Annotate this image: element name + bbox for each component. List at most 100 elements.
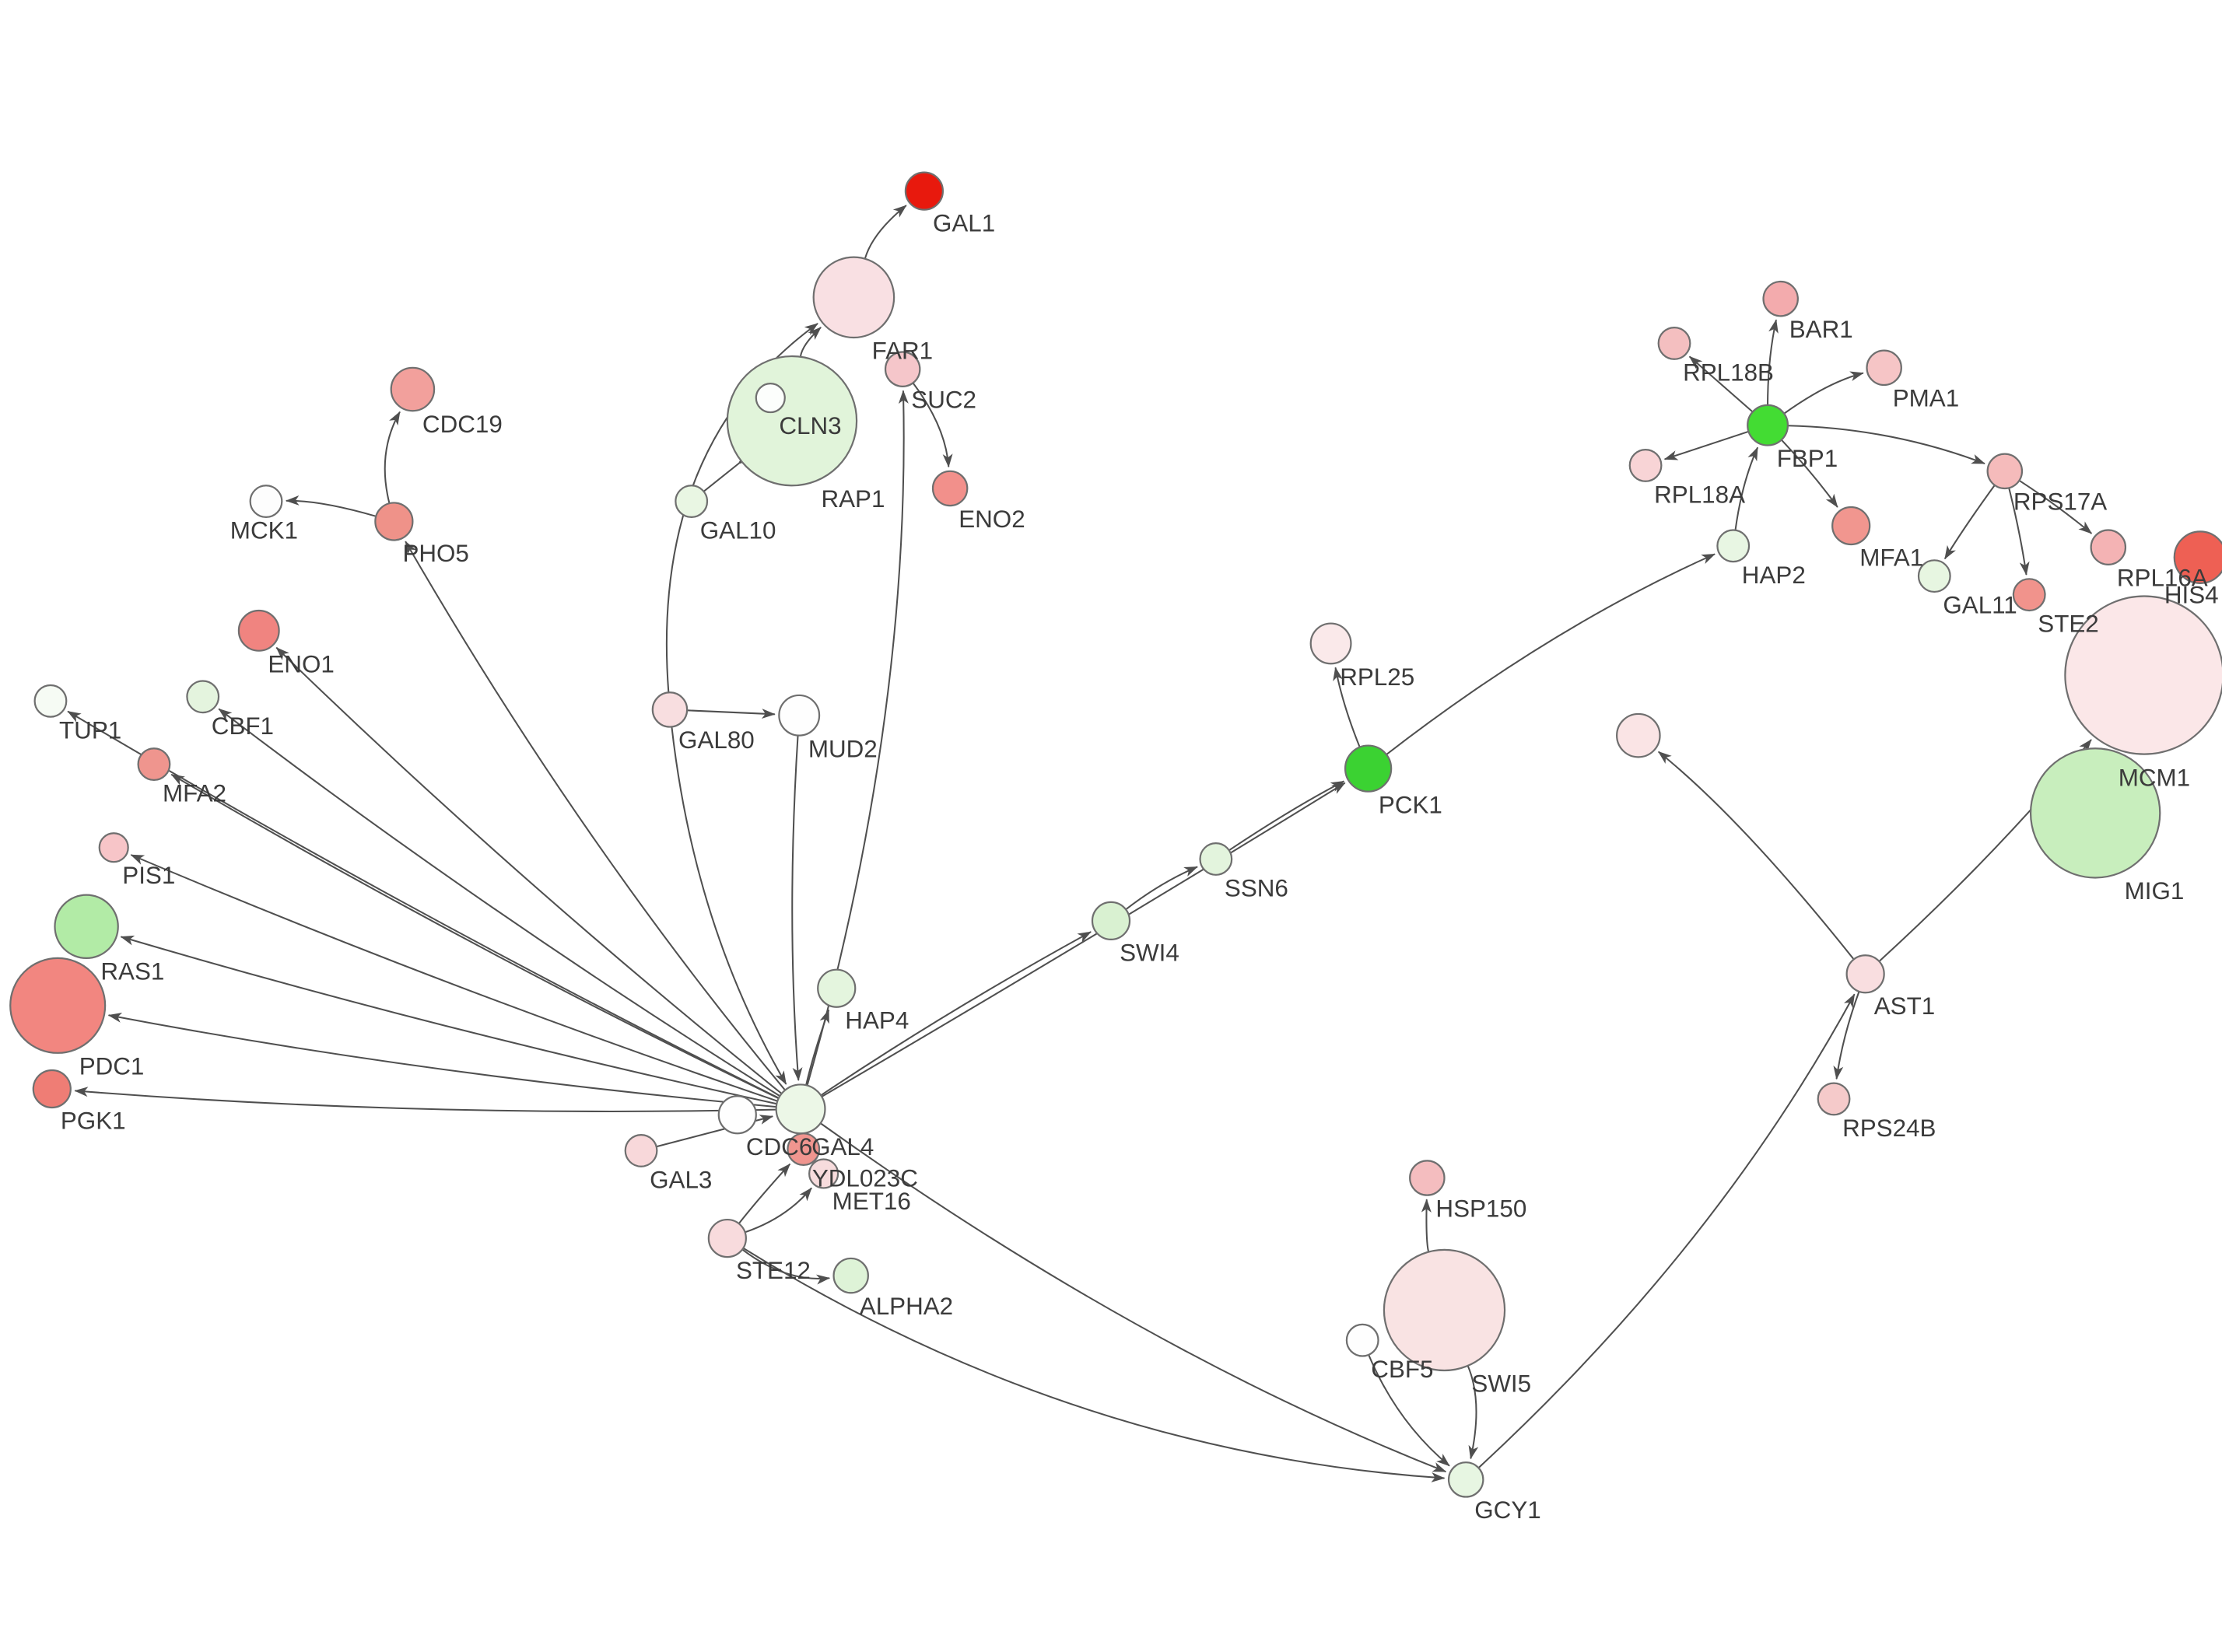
edge-GAL4-PIS1[interactable]: [130, 854, 778, 1102]
node-BAR1[interactable]: [1762, 280, 1799, 317]
node-YDL023C[interactable]: [787, 1132, 821, 1166]
edge-FBP1-RPL18B[interactable]: [1688, 355, 1754, 413]
edge-STE12-YDL023C[interactable]: [738, 1163, 791, 1224]
node-CBF5[interactable]: [1345, 1323, 1379, 1357]
edge-SWI4-SSN6[interactable]: [1125, 866, 1198, 911]
edge-MUD2-GAL4[interactable]: [791, 735, 803, 1082]
edge-PHO5-CDC19[interactable]: [384, 411, 401, 504]
node-PGK1[interactable]: [32, 1069, 72, 1109]
node-MET16[interactable]: [808, 1158, 839, 1189]
edge-CBF5-GCY1[interactable]: [1368, 1354, 1450, 1467]
edge-RAP1-FAR1[interactable]: [799, 327, 822, 357]
node-AST1[interactable]: [1845, 954, 1885, 994]
edge-GAL4-PCK1[interactable]: [821, 782, 1346, 1097]
edge-AST1-NODE_X[interactable]: [1657, 751, 1855, 961]
node-MCM1[interactable]: [2064, 595, 2222, 755]
edge-PCK1-HAP2[interactable]: [1386, 553, 1716, 755]
edge-STE12-GCY1[interactable]: [742, 1247, 1446, 1482]
edge-FBP1-PMA1[interactable]: [1783, 371, 1864, 415]
node-CDC6[interactable]: [717, 1095, 757, 1135]
node-CDC19[interactable]: [390, 366, 436, 412]
node-RPL25[interactable]: [1309, 622, 1352, 665]
edge-FBP1-RPL18A[interactable]: [1663, 430, 1749, 460]
node-PDC1[interactable]: [9, 957, 107, 1054]
edge-GAL4-PDC1[interactable]: [107, 1013, 776, 1108]
edge-GAL4-RAS1[interactable]: [120, 935, 777, 1105]
node-GCY1[interactable]: [1447, 1461, 1484, 1498]
edge-HAP2-FBP1[interactable]: [1734, 446, 1759, 530]
node-MUD2[interactable]: [778, 694, 821, 737]
edge-RPS17A-GAL11[interactable]: [1943, 485, 1996, 560]
edge-FAR1-GAL1[interactable]: [864, 205, 907, 259]
node-CLN3[interactable]: [755, 383, 786, 414]
node-MIG1[interactable]: [2029, 747, 2161, 879]
node-RPS24B[interactable]: [1817, 1082, 1851, 1116]
node-RPL18B[interactable]: [1657, 326, 1691, 360]
edge-GAL10-RAP1[interactable]: [703, 452, 752, 492]
edge-STE12-MET16[interactable]: [745, 1187, 812, 1234]
edge-GAL80-GAL4[interactable]: [671, 726, 787, 1085]
node-GAL11[interactable]: [1917, 559, 1951, 593]
edge-RPS17A-RPL16A[interactable]: [2018, 479, 2093, 534]
node-SSN6[interactable]: [1199, 842, 1233, 876]
node-ENO2[interactable]: [931, 470, 969, 507]
node-PMA1[interactable]: [1866, 349, 1902, 387]
edge-GAL4-CBF1[interactable]: [218, 708, 780, 1097]
node-ALPHA2[interactable]: [832, 1257, 869, 1294]
edge-PHO5-MCK1[interactable]: [285, 495, 377, 517]
edge-AST1-RPS24B[interactable]: [1833, 991, 1860, 1080]
node-PIS1[interactable]: [98, 832, 129, 863]
node-SWI5[interactable]: [1383, 1248, 1506, 1372]
edge-RPS17A-STE2[interactable]: [2008, 487, 2030, 576]
node-RPS17A[interactable]: [1986, 453, 2024, 490]
node-RPL16A[interactable]: [2090, 529, 2127, 565]
node-HSP150[interactable]: [1409, 1160, 1446, 1196]
edge-FBP1-BAR1[interactable]: [1767, 319, 1779, 405]
edge-GAL4-MFA2[interactable]: [170, 773, 780, 1100]
edge-GAL4-PHO5[interactable]: [405, 541, 786, 1091]
node-ENO1[interactable]: [237, 609, 280, 652]
node-RAS1[interactable]: [54, 894, 119, 960]
edge-GAL3-GAL4[interactable]: [656, 1115, 774, 1148]
node-SWI4[interactable]: [1091, 901, 1131, 941]
node-HAP2[interactable]: [1716, 529, 1751, 563]
edge-SUC2-ENO2[interactable]: [912, 382, 953, 468]
edge-GAL4-TUP1[interactable]: [67, 710, 780, 1099]
node-MCK1[interactable]: [249, 485, 283, 519]
edge-PCK1-RPL25[interactable]: [1333, 667, 1361, 747]
node-GAL10[interactable]: [675, 485, 709, 519]
node-MFA2[interactable]: [137, 747, 171, 782]
edge-GCY1-AST1[interactable]: [1477, 993, 1856, 1468]
edge-GAL80-MUD2[interactable]: [687, 709, 776, 719]
node-PCK1[interactable]: [1344, 744, 1393, 793]
node-NODE_X[interactable]: [1616, 712, 1661, 758]
node-STE12[interactable]: [707, 1218, 747, 1258]
node-TUP1[interactable]: [33, 684, 68, 718]
node-MFA1[interactable]: [1831, 506, 1871, 546]
node-STE2[interactable]: [2012, 578, 2046, 612]
node-PHO5[interactable]: [374, 502, 414, 541]
edge-SWI5-HSP150[interactable]: [1421, 1199, 1432, 1252]
node-GAL80[interactable]: [651, 691, 689, 728]
node-GAL4[interactable]: [775, 1083, 826, 1135]
edge-SSN6-PCK1[interactable]: [1228, 780, 1345, 852]
edge-GAL4-GCY1[interactable]: [819, 1122, 1447, 1473]
edge-FBP1-MFA1[interactable]: [1781, 439, 1838, 508]
node-HAP4[interactable]: [817, 968, 857, 1008]
node-HIS4[interactable]: [2173, 530, 2222, 584]
edge-SWI5-GCY1[interactable]: [1467, 1365, 1479, 1460]
node-GAL3[interactable]: [624, 1133, 658, 1167]
node-RPL18A[interactable]: [1628, 448, 1663, 482]
edge-FBP1-RPS17A[interactable]: [1787, 425, 1985, 464]
node-SUC2[interactable]: [884, 351, 921, 387]
edge-GAL4-HAP4[interactable]: [805, 1009, 830, 1086]
edge-GAL4-PGK1[interactable]: [74, 1087, 776, 1112]
node-FAR1[interactable]: [812, 256, 895, 339]
node-FBP1[interactable]: [1747, 404, 1789, 446]
edge-GAL4-SWI4[interactable]: [820, 931, 1092, 1097]
edge-GAL4-ENO1[interactable]: [275, 646, 783, 1094]
node-GAL1[interactable]: [904, 171, 945, 211]
node-CBF1[interactable]: [186, 680, 220, 714]
